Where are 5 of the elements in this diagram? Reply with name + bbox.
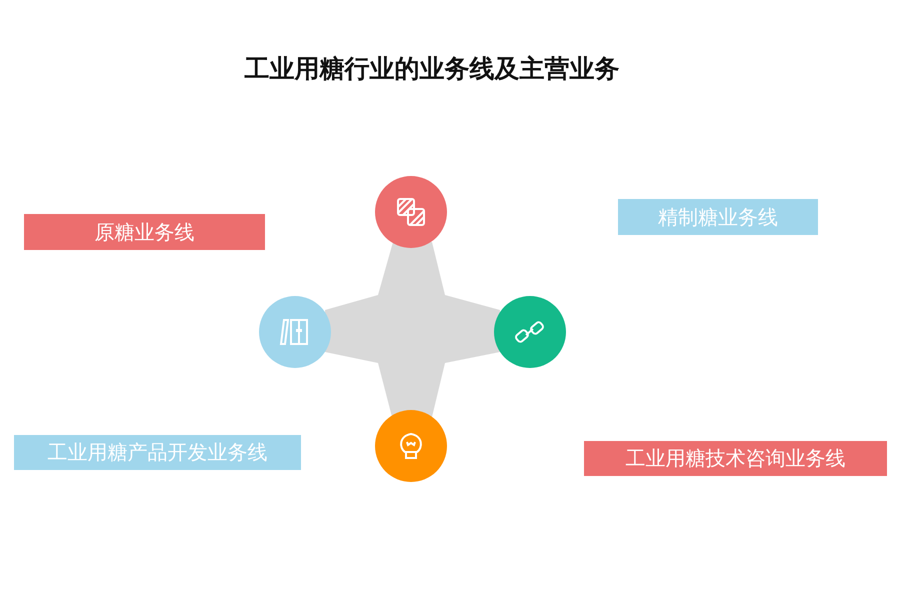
label-band: 工业用糖产品开发业务线 [14, 435, 301, 470]
label-band: 工业用糖技术咨询业务线 [584, 441, 887, 476]
label-band: 原糖业务线 [24, 214, 265, 250]
title: 工业用糖行业的业务线及主营业务 [244, 53, 620, 85]
label-band: 精制糖业务线 [618, 199, 818, 235]
